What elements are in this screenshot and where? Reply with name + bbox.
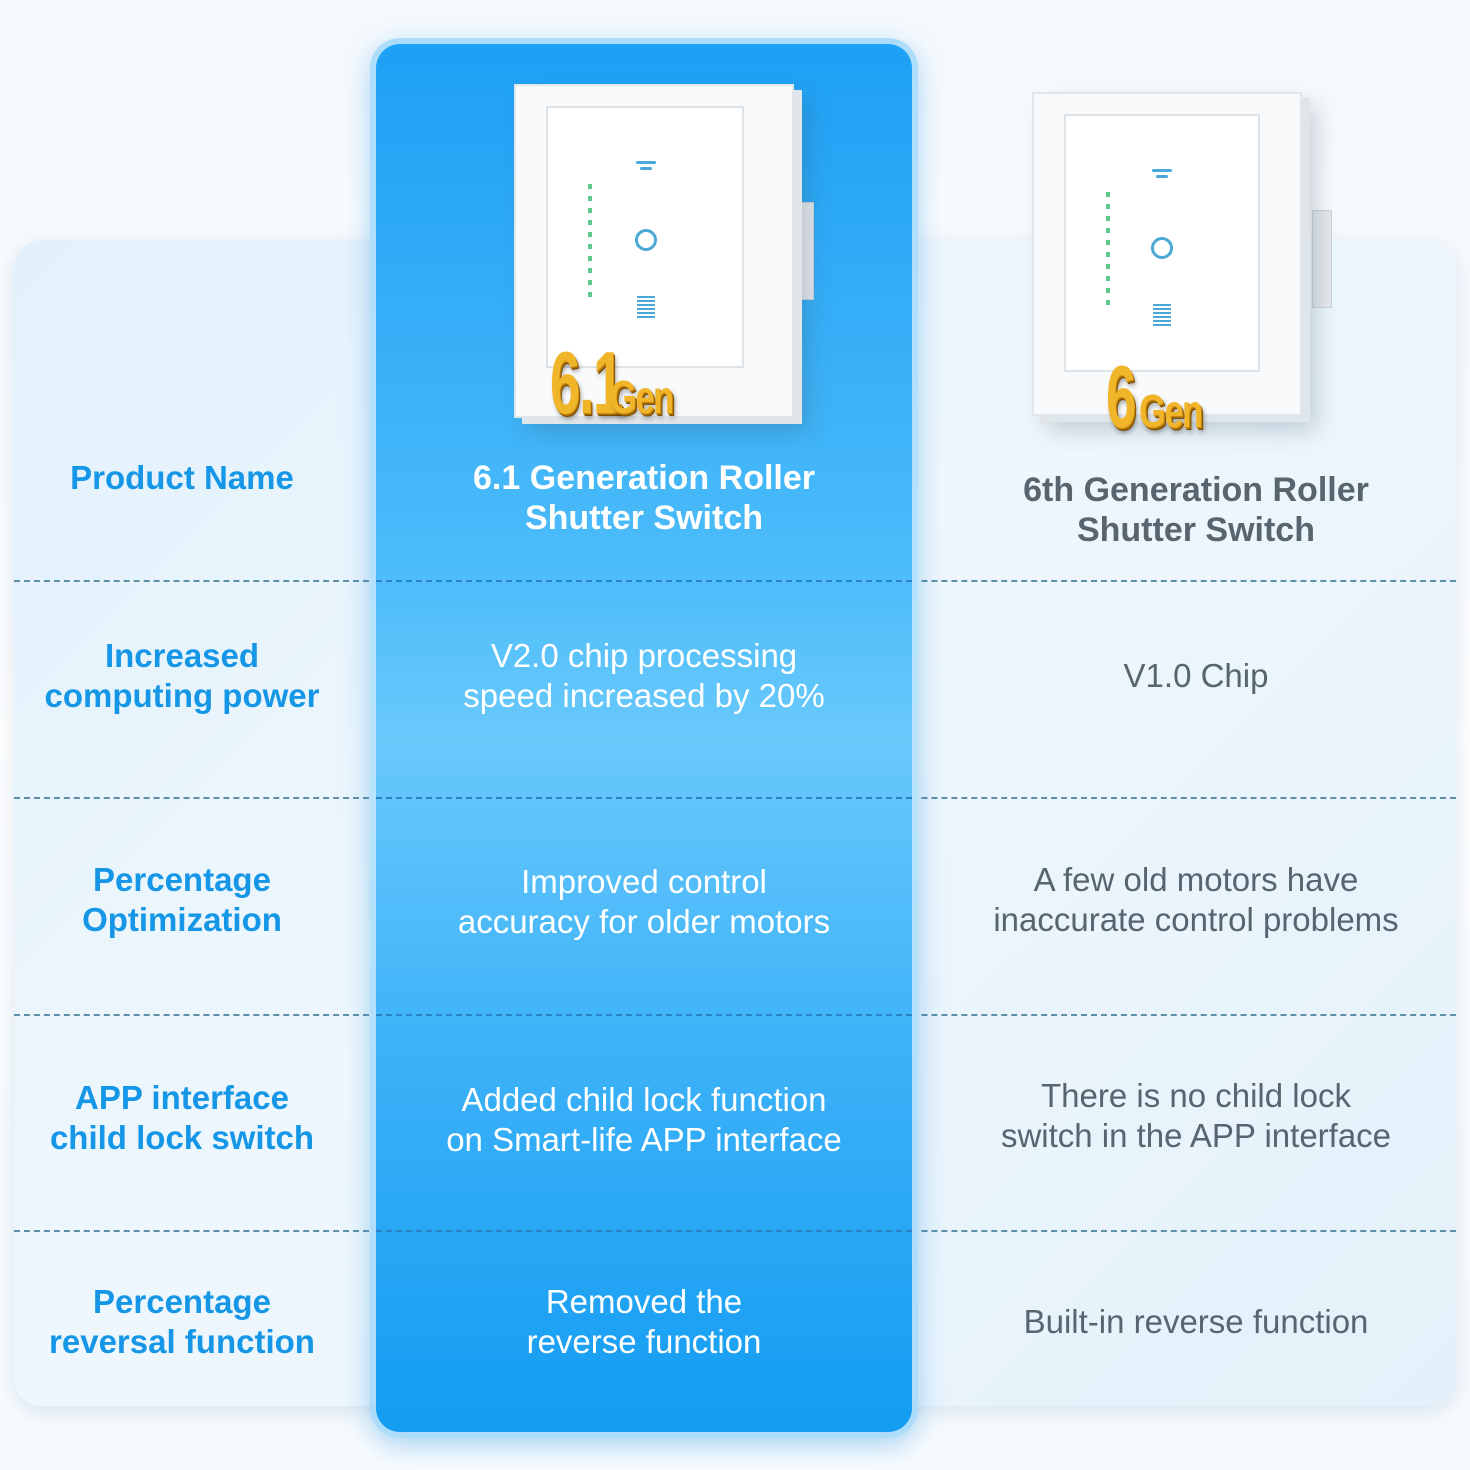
- old-child-lock: There is no child lock switch in the APP…: [1000, 1077, 1392, 1154]
- up-bars-icon: [1152, 169, 1172, 172]
- row-label-child-lock: APP interface child lock switch: [49, 1079, 315, 1156]
- row-divider: [376, 1230, 912, 1232]
- switch-side-clip: [794, 202, 814, 300]
- badge-suffix: Gen: [610, 371, 674, 423]
- old-product-name: 6th Generation Roller Shutter Switch: [1023, 471, 1369, 549]
- badge-number: 6: [1106, 347, 1136, 446]
- new-switch-image: 6.1Gen: [514, 62, 814, 432]
- badge-number: 6.1: [550, 333, 623, 432]
- level-dots-icon: [588, 184, 592, 302]
- up-bars-icon: [640, 167, 652, 170]
- old-reversal-function: Built-in reverse function: [1023, 1303, 1369, 1340]
- row-label-product-name: Product Name: [70, 459, 294, 496]
- new-reversal-function: Removed the reverse function: [526, 1283, 762, 1360]
- gen-badge-6: 6Gen: [1106, 346, 1222, 448]
- down-blind-icon: [1153, 304, 1171, 326]
- row-label-computing-power: Increased computing power: [44, 637, 320, 714]
- row-label-reversal-function: Percentage reversal function: [49, 1283, 315, 1360]
- row-divider: [376, 580, 912, 582]
- badge-suffix: Gen: [1138, 385, 1203, 437]
- new-computing-power: V2.0 chip processing speed increased by …: [463, 637, 825, 714]
- level-dots-icon: [1106, 192, 1110, 306]
- row-label-percentage-optimization: Percentage Optimization: [82, 861, 282, 938]
- switch-side-clip: [1312, 210, 1332, 308]
- new-product-name: 6.1 Generation Roller Shutter Switch: [473, 459, 815, 537]
- old-percentage-optimization: A few old motors have inaccurate control…: [993, 861, 1399, 938]
- old-switch-image: 6Gen: [1032, 70, 1332, 446]
- stop-ring-icon: [1151, 237, 1173, 259]
- up-bars-icon: [636, 161, 656, 164]
- down-blind-icon: [637, 296, 655, 318]
- stop-ring-icon: [635, 229, 657, 251]
- old-computing-power: V1.0 Chip: [1123, 657, 1269, 694]
- new-child-lock: Added child lock function on Smart-life …: [446, 1081, 842, 1158]
- row-divider: [376, 797, 912, 799]
- row-divider: [376, 1014, 912, 1016]
- up-bars-icon: [1156, 175, 1168, 178]
- new-percentage-optimization: Improved control accuracy for older moto…: [457, 863, 831, 940]
- gen-badge-6-1: 6.1Gen: [550, 332, 694, 434]
